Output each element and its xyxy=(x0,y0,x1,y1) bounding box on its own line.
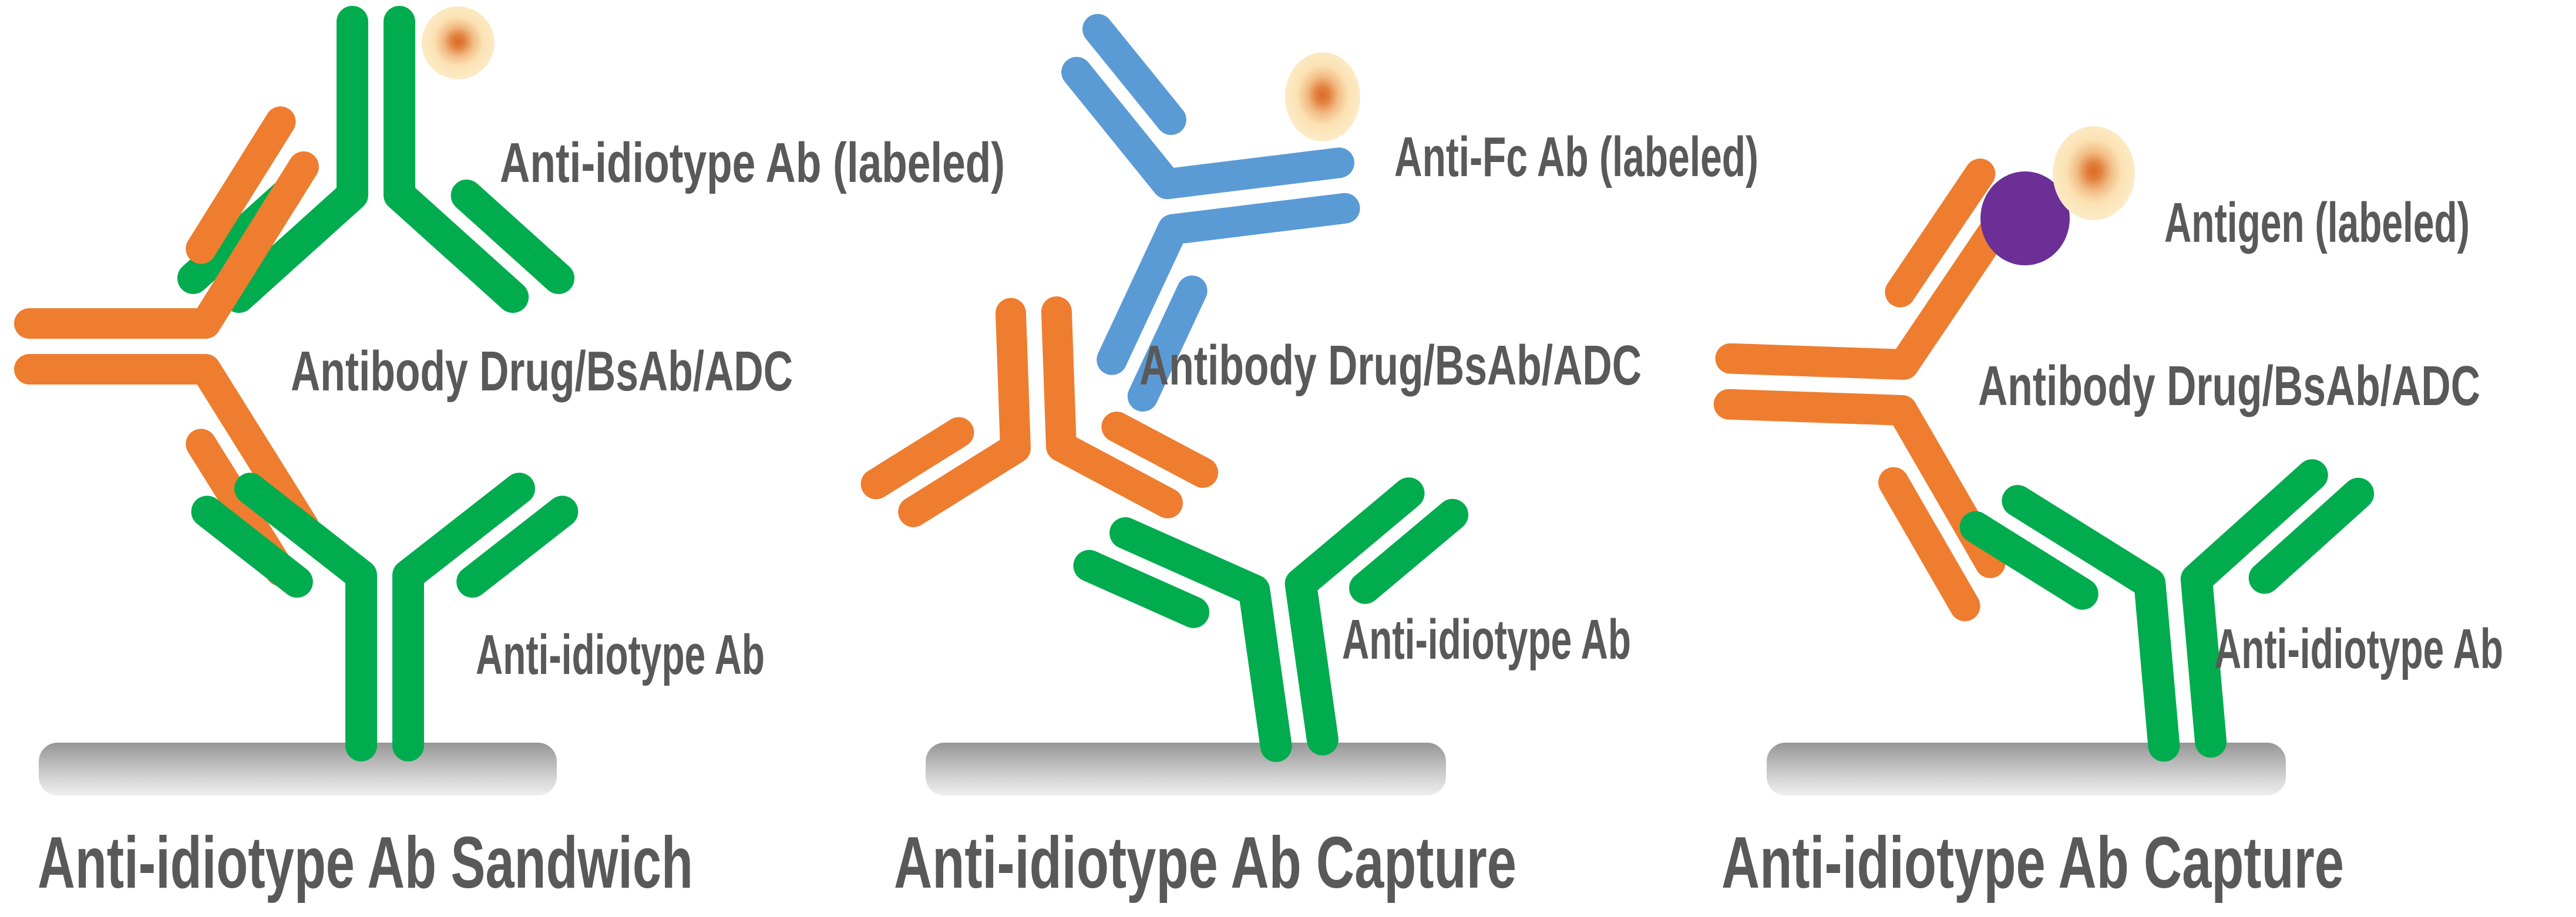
capture-anti-idiotype-antibody-icon xyxy=(191,473,579,761)
labeled-anti-fc-antibody-heavy-chain xyxy=(1097,193,1360,375)
antibody-drug-analyte-light-chain xyxy=(1101,412,1219,488)
antibody-drug-analyte-heavy-chain xyxy=(1713,389,2006,578)
capture-anti-idiotype-antibody-heavy-chain xyxy=(1284,477,1425,756)
labeled-anti-fc-antibody-icon xyxy=(1061,14,1360,412)
capture-anti-idiotype-antibody-heavy-chain xyxy=(392,473,536,761)
antibody-drug-analyte-light-chain xyxy=(1885,159,1996,308)
capture-anti-idiotype-antibody-light-chain xyxy=(456,495,579,598)
anti-idiotype-ab-capture-with-antigen-analyte-label: Antibody Drug/BsAb/ADC xyxy=(1978,355,2480,417)
labeled-anti-fc-antibody-light-chain xyxy=(1082,14,1186,135)
anti-idiotype-ab-capture-with-antigen-antigen-label: Antigen (labeled) xyxy=(2164,191,2470,254)
panel-title-anti-idiotype-ab-capture-with-antigen: Anti-idiotype Ab Capture xyxy=(1721,822,2344,903)
panel-title-anti-idiotype-ab-capture-with-anti-fc: Anti-idiotype Ab Capture xyxy=(894,822,1516,903)
antigen-circle xyxy=(1980,171,2070,265)
capture-anti-idiotype-antibody-icon xyxy=(1073,477,1469,762)
capture-anti-idiotype-antibody-light-chain xyxy=(2248,477,2375,594)
antibody-drug-analyte-heavy-chain xyxy=(1715,203,2018,380)
antibody-drug-analyte-light-chain xyxy=(860,417,974,500)
labeled-anti-idiotype-antibody-heavy-chain xyxy=(384,6,529,313)
anti-idiotype-ab-capture-with-anti-fc-detection-ab-label: Anti-Fc Ab (labeled) xyxy=(1394,126,1758,188)
capture-anti-idiotype-antibody-heavy-chain xyxy=(1109,517,1292,762)
panel-title-anti-idiotype-ab-sandwich: Anti-idiotype Ab Sandwich xyxy=(38,822,693,903)
antibody-drug-analyte-icon xyxy=(860,296,1219,527)
antibody-drug-analyte-icon xyxy=(14,106,319,586)
anti-idiotype-ab-sandwich-analyte-label: Antibody Drug/BsAb/ADC xyxy=(291,340,793,403)
assay-plate-surface xyxy=(39,743,557,795)
capture-anti-idiotype-antibody-heavy-chain xyxy=(2002,485,2180,762)
capture-anti-idiotype-antibody-light-chain xyxy=(1349,498,1469,604)
antibody-drug-analyte-heavy-chain xyxy=(14,151,319,339)
capture-anti-idiotype-antibody-light-chain xyxy=(1959,511,2099,610)
anti-idiotype-ab-capture-with-anti-fc-capture-ab-label: Anti-idiotype Ab xyxy=(1342,608,1631,671)
anti-idiotype-ab-sandwich-capture-ab-label: Anti-idiotype Ab xyxy=(476,623,765,686)
antibody-drug-analyte-light-chain xyxy=(186,106,296,264)
fluorescent-label-sphere-icon xyxy=(422,6,495,79)
capture-anti-idiotype-antibody-light-chain xyxy=(191,495,313,598)
anti-idiotype-ab-sandwich-detection-ab-label: Anti-idiotype Ab (labeled) xyxy=(500,132,1005,194)
anti-idiotype-ab-capture-with-antigen-capture-ab-label: Anti-idiotype Ab xyxy=(2214,618,2503,680)
capture-anti-idiotype-antibody-heavy-chain xyxy=(234,473,377,761)
labeled-anti-fc-antibody-heavy-chain xyxy=(1061,56,1354,200)
anti-idiotype-ab-capture-with-anti-fc-analyte-label: Antibody Drug/BsAb/ADC xyxy=(1139,334,1642,397)
panel-anti-idiotype-ab-capture-with-anti-fc: Anti-Fc Ab (labeled) Antibody Drug/BsAb/A… xyxy=(860,14,1758,903)
capture-anti-idiotype-antibody-light-chain xyxy=(1073,549,1210,628)
fluorescent-label-sphere-icon xyxy=(1285,52,1360,141)
antibody-drug-analyte-light-chain xyxy=(1878,467,1980,622)
capture-anti-idiotype-antibody-heavy-chain xyxy=(2180,459,2328,758)
panel-anti-idiotype-ab-capture-with-antigen: Antigen (labeled) Antibody Drug/BsAb/ADC A… xyxy=(1713,126,2503,903)
antibody-drug-analyte-heavy-chain xyxy=(1041,296,1183,518)
panel-anti-idiotype-ab-sandwich: Anti-idiotype Ab (labeled) Antibody Drug/… xyxy=(14,6,1005,903)
antibody-drug-analyte-heavy-chain xyxy=(14,354,319,542)
antibody-drug-analyte-heavy-chain xyxy=(898,298,1031,527)
capture-anti-idiotype-antibody-icon xyxy=(1959,459,2375,762)
labeled-anti-fc-antibody-light-chain xyxy=(1127,275,1208,412)
assay-plate-surface xyxy=(926,743,1446,795)
antibody-drug-analyte-icon xyxy=(1713,159,2018,622)
fluorescent-label-sphere-icon xyxy=(2053,126,2135,220)
labeled-anti-idiotype-antibody-light-chain xyxy=(450,179,575,294)
labeled-anti-idiotype-antibody-heavy-chain xyxy=(223,6,368,313)
